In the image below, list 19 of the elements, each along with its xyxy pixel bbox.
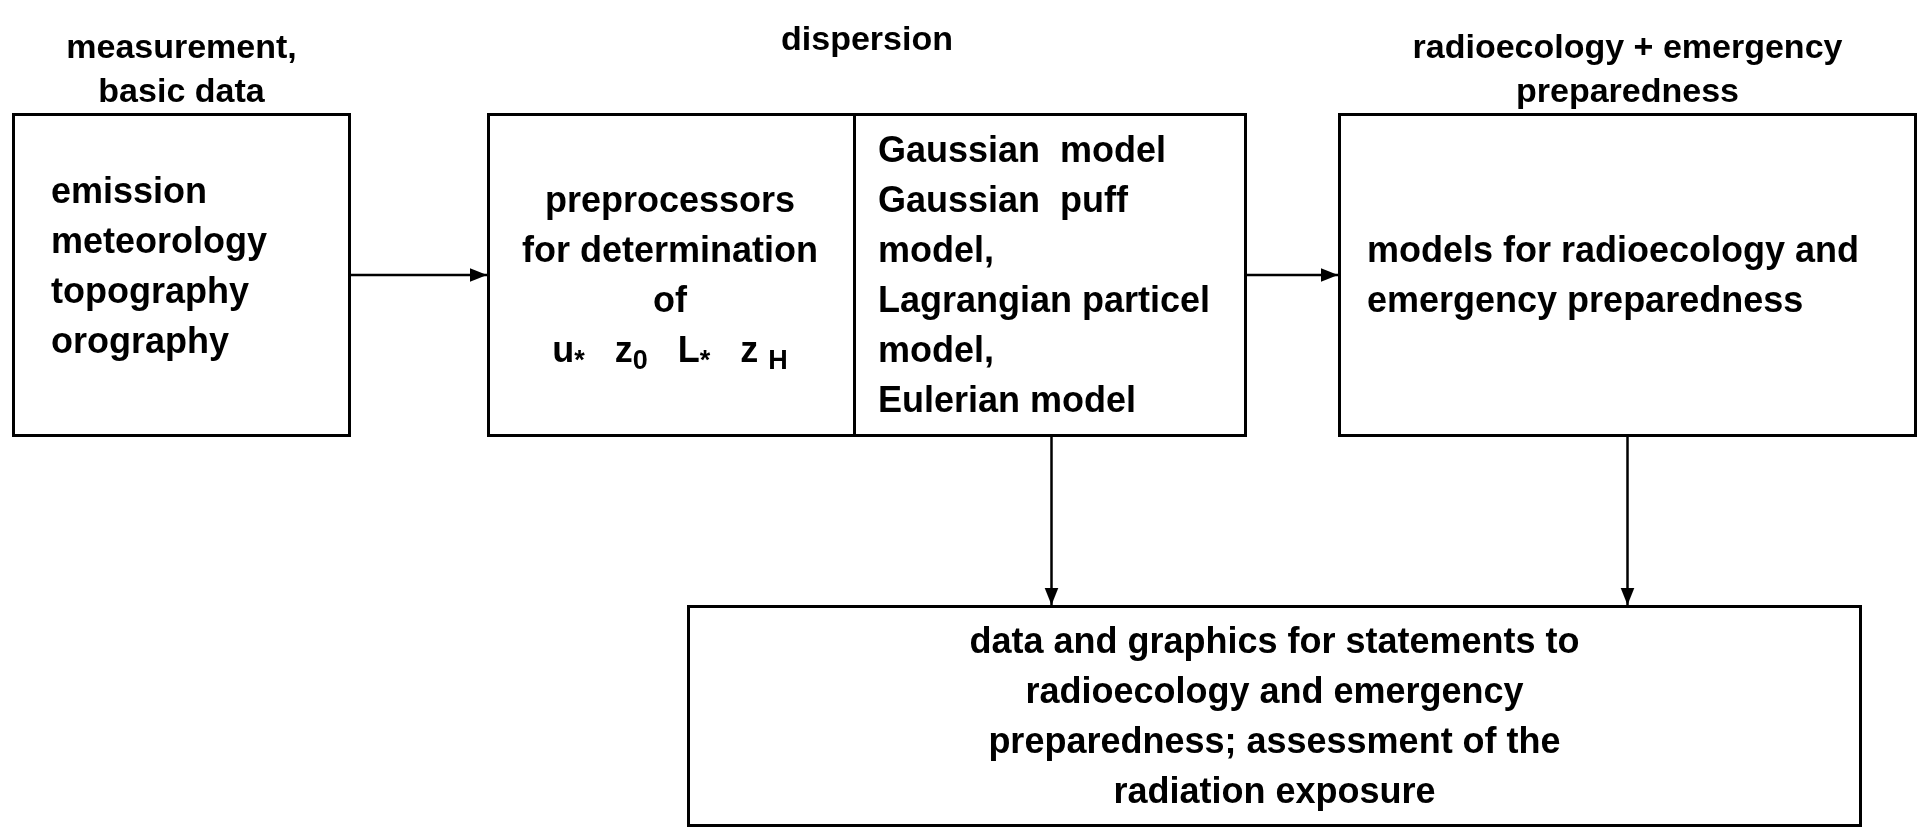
list-item: orography [51,319,230,363]
model-name: Gaussian puff model, [878,178,1130,272]
box-text: models for radioecology and emergency preparedness [1367,228,1861,322]
list-item: emission [51,169,209,213]
column-heading: radioecology + emergency preparedness [1411,26,1844,111]
arrow [1620,437,1635,605]
box-text: data and graphics for statements to radioecology and emergency preparedness; assessment of the radiation exposure [968,619,1581,813]
model-name: Lagrangian particel model, [878,278,1212,372]
arrow [351,268,487,282]
model-name: Gaussian model [878,128,1168,172]
list-item: topography [51,269,250,313]
column-heading: measurement, basic data [65,26,298,111]
model-name: Eulerian model [878,378,1138,422]
arrow [1247,268,1338,282]
output-box [687,605,1862,827]
column-heading: dispersion [780,18,954,59]
list-item: meteorology [51,219,268,263]
arrow [1044,437,1059,605]
parameter-symbols: u$_{*}$ z$_{0}$ L$_{*}$ z $_{H}$ [552,328,788,375]
